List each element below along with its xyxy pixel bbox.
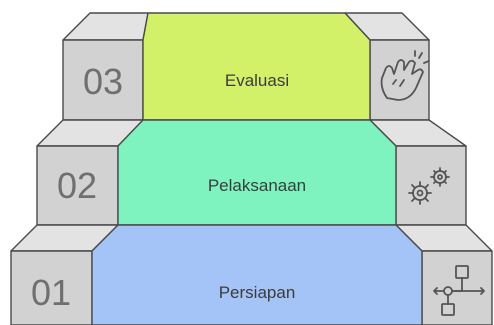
step-1-center xyxy=(91,224,423,325)
step-2-center xyxy=(117,119,397,226)
flowchart-icon xyxy=(433,265,485,316)
gears-icon xyxy=(408,167,450,205)
step-2-label: Pelaksanaan xyxy=(208,176,306,195)
step-1-label: Persiapan xyxy=(219,283,296,302)
step-3-center xyxy=(142,12,371,121)
step-3-left-front xyxy=(62,39,144,121)
step-2-number: 02 xyxy=(57,165,97,206)
step-1 xyxy=(10,224,493,325)
step-1-left-front xyxy=(10,250,93,325)
step-3-label: Evaluasi xyxy=(225,71,289,90)
step-3-number: 03 xyxy=(83,61,123,102)
step-3 xyxy=(62,12,430,121)
step-2 xyxy=(36,119,467,226)
step-2-right-front xyxy=(395,145,467,226)
step-1-number: 01 xyxy=(31,272,71,313)
step-3-left-top xyxy=(62,12,149,41)
clapping-hands-icon xyxy=(380,50,430,101)
